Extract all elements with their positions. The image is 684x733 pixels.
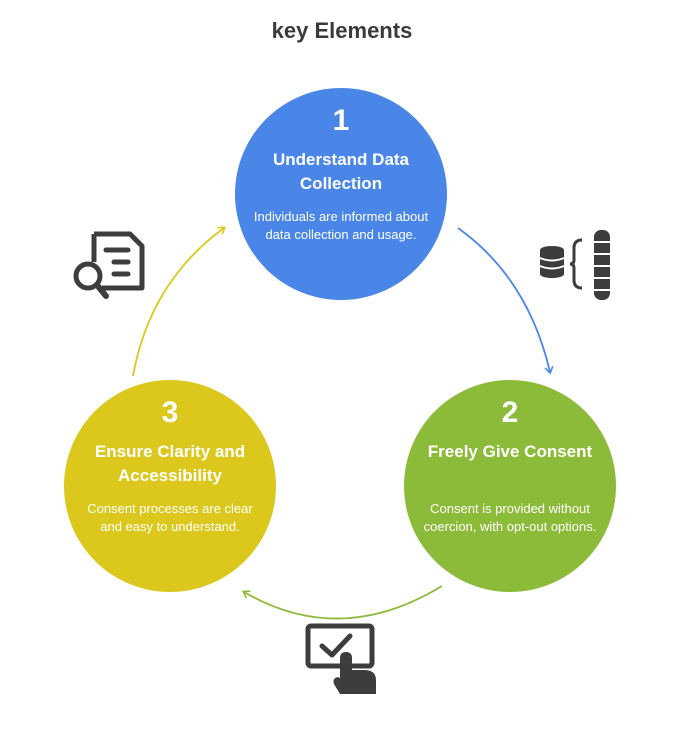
document-search-icon: [73, 231, 145, 299]
arrow-1-to-2: [457, 227, 554, 375]
step-2-heading: Freely Give Consent: [427, 442, 593, 461]
step-3-heading: Ensure Clarity and Accessibility: [94, 442, 246, 485]
step-1-heading: Understand Data Collection: [272, 150, 410, 193]
diagram-title: key Elements: [271, 18, 413, 43]
step-3-number: 3: [161, 396, 179, 429]
step-3-description: Consent processes are clear and easy to …: [87, 501, 253, 534]
step-1-circle: 1 Understand Data Collection Individuals…: [235, 88, 447, 300]
step-2-number: 2: [501, 396, 519, 429]
step-1-description: Individuals are informed about data coll…: [253, 209, 429, 242]
arrow-3-to-1: [132, 226, 226, 377]
step-2-description: Consent is provided without coercion, wi…: [423, 501, 597, 534]
step-2-circle: 2 Freely Give Consent Consent is provide…: [404, 380, 616, 592]
database-icon: [539, 230, 610, 300]
touch-checkbox-icon: [305, 623, 376, 694]
arrow-2-to-3: [241, 585, 443, 620]
step-1-number: 1: [332, 104, 350, 137]
step-3-circle: 3 Ensure Clarity and Accessibility Conse…: [64, 380, 276, 592]
